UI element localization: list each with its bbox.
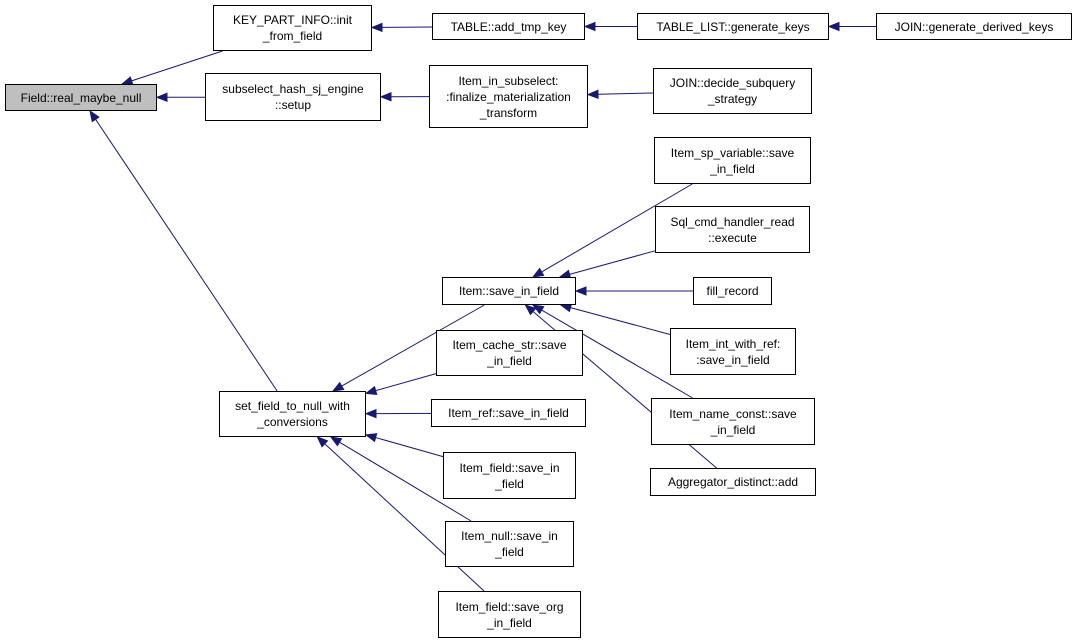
node-set-field-to-null[interactable]: set_field_to_null_with _conversions — [219, 391, 366, 437]
arrowhead-finalize_materialization — [586, 89, 599, 100]
edge-item_field_save_in-to-set_field_to_null — [375, 437, 444, 458]
node-item-save-in-field[interactable]: Item::save_in_field — [442, 277, 576, 305]
arrowhead-real_maybe_null — [155, 92, 168, 103]
node-item-cache-str[interactable]: Item_cache_str::save _in_field — [436, 330, 583, 376]
edge-item_cache_str-to-set_field_to_null — [375, 373, 437, 392]
node-generate-keys[interactable]: TABLE_LIST::generate_keys — [637, 13, 829, 40]
node-aggregator-distinct[interactable]: Aggregator_distinct::add — [650, 468, 816, 496]
node-item-ref[interactable]: Item_ref::save_in_field — [431, 399, 586, 427]
node-decide-subquery[interactable]: JOIN::decide_subquery _strategy — [653, 68, 812, 114]
arrowhead-set_field_to_null — [364, 385, 378, 396]
edge-set_field_to_null-to-real_maybe_null — [95, 119, 278, 392]
node-item-null[interactable]: Item_null::save_in _field — [445, 521, 574, 567]
arrowhead-add_tmp_key — [583, 21, 596, 32]
edge-decide_subquery-to-finalize_materialization — [597, 92, 654, 95]
arrowhead-item_save_in_field — [531, 267, 545, 278]
node-item-name-const[interactable]: Item_name_const::save _in_field — [651, 398, 815, 445]
node-real-maybe-null[interactable]: Field::real_maybe_null — [5, 84, 157, 111]
arrowhead-item_save_in_field — [574, 286, 587, 296]
arrowhead-set_field_to_null — [364, 408, 377, 419]
node-sql-cmd-handler-read[interactable]: Sql_cmd_handler_read ::execute — [655, 206, 810, 253]
node-item-sp-variable[interactable]: Item_sp_variable::save _in_field — [654, 137, 811, 184]
edge-item_null-to-set_field_to_null — [339, 441, 472, 522]
node-subselect-hash-setup[interactable]: subselect_hash_sj_engine ::setup — [205, 73, 381, 121]
edge-item_sp_variable-to-item_save_in_field — [541, 183, 693, 273]
arrowhead-set_field_to_null — [316, 436, 329, 448]
node-item-field-save-in[interactable]: Item_field::save_in _field — [443, 452, 576, 499]
arrowhead-item_save_in_field — [524, 304, 537, 316]
edge-key_part_info_init-to-real_maybe_null — [131, 50, 223, 82]
edge-item_int_with_ref-to-item_save_in_field — [570, 307, 671, 335]
arrowhead-item_save_in_field — [531, 304, 545, 315]
node-fill-record[interactable]: fill_record — [693, 277, 772, 305]
edge-item_save_in_field-to-set_field_to_null — [341, 304, 485, 387]
edge-item_name_const-to-item_save_in_field — [541, 309, 693, 399]
edge-sql_cmd_handler_read-to-item_save_in_field — [569, 250, 656, 275]
node-item-field-save-org[interactable]: Item_field::save_org _in_field — [438, 591, 581, 638]
node-add-tmp-key[interactable]: TABLE::add_tmp_key — [432, 13, 585, 40]
arrowhead-subselect_hash_setup — [379, 92, 392, 102]
arrowhead-set_field_to_null — [329, 436, 343, 447]
node-generate-derived-keys[interactable]: JOIN::generate_derived_keys — [876, 13, 1072, 40]
node-key-part-info-init[interactable]: KEY_PART_INFO::init _from_field — [213, 5, 372, 51]
node-item-int-with-ref[interactable]: Item_int_with_ref: :save_in_field — [670, 328, 796, 375]
arrowhead-set_field_to_null — [331, 381, 345, 392]
arrowhead-set_field_to_null — [364, 433, 378, 443]
arrowhead-generate_keys — [827, 21, 840, 32]
node-finalize-materialization[interactable]: Item_in_subselect: :finalize_materializa… — [429, 65, 588, 128]
arrowhead-real_maybe_null — [89, 109, 100, 123]
arrowhead-key_part_info_init — [370, 22, 383, 33]
